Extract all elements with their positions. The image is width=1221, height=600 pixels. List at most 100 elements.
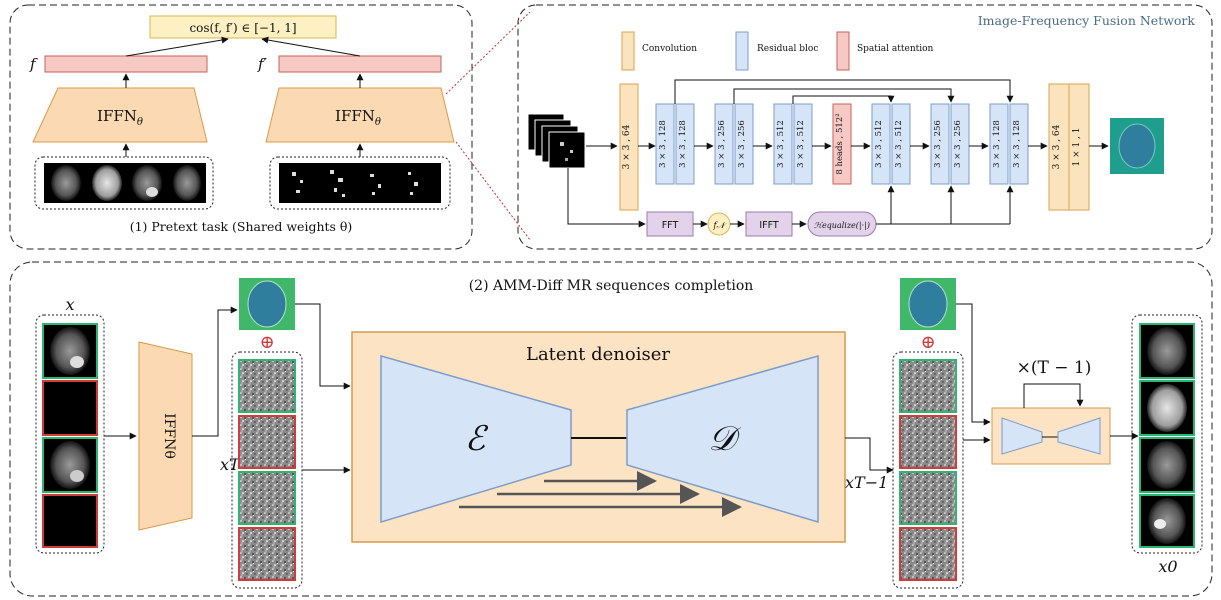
pretext-caption: (1) Pretext task (Shared weights θ)	[130, 219, 353, 234]
legend-swatch-res	[735, 31, 749, 71]
skip-arrows	[459, 471, 742, 517]
output-x0-column	[1131, 314, 1203, 554]
mri-slice	[92, 165, 122, 201]
svg-text:3 × 3 , 256: 3 × 3 , 256	[737, 120, 747, 168]
legend: Convolution Residual bloc Spatial attent…	[621, 31, 934, 71]
noise-xT-slices	[238, 359, 296, 581]
svg-text:3 × 3 , 256: 3 × 3 , 256	[933, 120, 943, 168]
mini-encoder	[1001, 417, 1043, 455]
plus-left: ⊕	[259, 332, 274, 353]
freq-strip-right	[269, 156, 451, 210]
freq-image-top-brain	[247, 280, 287, 328]
input-x-column	[35, 314, 105, 554]
legend-label-conv: Convolution	[642, 44, 697, 54]
ifnn-block-right	[265, 87, 455, 143]
svg-text:3 × 3 , 128: 3 × 3 , 128	[992, 120, 1002, 168]
noise-xT1-slices	[899, 359, 957, 581]
noise-xT1-column	[892, 351, 964, 589]
ifnn-right-label: IFFNθ	[335, 107, 381, 128]
svg-text:3 × 3 , 256: 3 × 3 , 256	[953, 120, 963, 168]
svg-text:3 × 3 , 256: 3 × 3 , 256	[717, 120, 727, 168]
res-block-6: 3 × 3 , 128 3 × 3 , 128	[989, 103, 1029, 185]
svg-text:3 × 3 , 128: 3 × 3 , 128	[678, 120, 688, 168]
output-x0-slices	[1139, 323, 1195, 548]
ifnn-block-left	[32, 87, 208, 143]
svg-text:3 × 3 , 128: 3 × 3 , 128	[658, 120, 668, 168]
feature-f: f	[29, 55, 38, 73]
res-block-4: 3 × 3 , 512 3 × 3 , 512	[871, 103, 911, 185]
zoom-line-top	[445, 11, 531, 95]
svg-text:8 heads , 512²: 8 heads , 512²	[835, 113, 845, 174]
label-x0: x0	[1158, 557, 1177, 576]
latent-denoiser-label: Latent denoiser	[526, 344, 670, 365]
label-xT-1: xT−1	[845, 473, 888, 492]
legend-label-res: Residual bloc	[757, 44, 818, 54]
arrow-ifnn-to-freqimg	[192, 306, 238, 437]
label-x: x	[65, 295, 74, 314]
arrow-freqimg-right-to-mini	[956, 303, 991, 426]
res-block-2: 3 × 3 , 256 3 × 3 , 256	[714, 103, 754, 185]
encoder-label: ℰ	[465, 419, 489, 459]
conv1-label: 3 × 3 , 64	[622, 124, 632, 169]
mri-slice	[132, 165, 162, 201]
legend-swatch-attn	[836, 31, 850, 71]
mri-slice	[173, 165, 201, 201]
feature-bar-right	[278, 55, 442, 73]
mri-strip-left	[34, 156, 214, 210]
mri-slice	[51, 165, 81, 201]
decoder-block	[626, 355, 819, 524]
mini-decoder	[1057, 417, 1101, 455]
encoder-block	[380, 355, 572, 524]
loop-arrow	[1023, 383, 1084, 408]
cosine-box	[149, 15, 337, 39]
ifft-block	[745, 211, 793, 237]
fft-label: FFT	[662, 220, 679, 231]
legend-label-attn: Spatial attention	[857, 44, 934, 54]
ifnn-block-completion	[138, 341, 193, 531]
arrow-denoiser-out	[845, 437, 894, 474]
network-title: Image-Frequency Fusion Network	[978, 13, 1196, 28]
attention-block: 8 heads , 512²	[832, 103, 852, 185]
plus-right: ⊕	[920, 332, 935, 353]
cosine-label: cos(f, f′) ∈ [−1, 1]	[189, 21, 296, 35]
label-xT: xT	[220, 455, 241, 474]
arrow-f-to-cos	[125, 36, 229, 57]
conv1-block	[619, 83, 639, 211]
pretext-panel	[9, 4, 473, 250]
svg-text:3 × 3 , 512: 3 × 3 , 512	[796, 120, 806, 168]
ifnn-left-label: IFFNθ	[97, 107, 143, 128]
fn-label: f𝒩	[712, 221, 727, 231]
output-brain	[1118, 123, 1156, 169]
completion-panel	[9, 261, 1213, 597]
arrow-freqimg-to-denoiser	[295, 303, 351, 390]
svg-text:3 × 3 , 128: 3 × 3 , 128	[1012, 120, 1022, 168]
ifnn-completion-label: IFFNθ	[161, 413, 177, 459]
arrow-fprime-to-cos	[261, 36, 361, 57]
freq-fusion-lines	[876, 185, 1014, 225]
legend-swatch-conv	[621, 31, 635, 71]
ifft-label: IFFT	[759, 220, 779, 231]
svg-text:3 × 3 , 512: 3 × 3 , 512	[874, 120, 884, 168]
res-block-5: 3 × 3 , 256 3 × 3 , 256	[930, 103, 970, 185]
equalize-label: ℋequalize(|·|)	[814, 221, 870, 230]
zoom-line-bottom	[455, 141, 531, 241]
feature-f-prime: f′	[257, 55, 268, 73]
svg-text:3 × 3 , 512: 3 × 3 , 512	[894, 120, 904, 168]
freq-speckles	[292, 170, 418, 197]
svg-text:3 × 3 , 512: 3 × 3 , 512	[776, 120, 786, 168]
svg-text:3 × 3 , 64: 3 × 3 , 64	[1052, 124, 1062, 169]
feature-bar-left	[44, 55, 208, 73]
arrow-to-fft	[567, 168, 646, 228]
res-block-1: 3 × 3 , 128 3 × 3 , 128	[655, 103, 695, 185]
input-x-slices	[42, 323, 98, 548]
conv-out-block: 3 × 3 , 64 1 × 1 , 1	[1048, 83, 1090, 211]
input-stack	[527, 113, 586, 169]
tumor-region	[146, 187, 158, 197]
res-block-3: 3 × 3 , 512 3 × 3 , 512	[773, 103, 813, 185]
skip-connections	[674, 79, 1014, 104]
svg-text:1 × 1 , 1: 1 × 1 , 1	[1072, 127, 1082, 166]
repeat-label: ×(T − 1)	[1017, 358, 1092, 378]
freq-image-right-brain	[908, 280, 948, 328]
completion-title: (2) AMM-Diff MR sequences completion	[469, 278, 754, 294]
